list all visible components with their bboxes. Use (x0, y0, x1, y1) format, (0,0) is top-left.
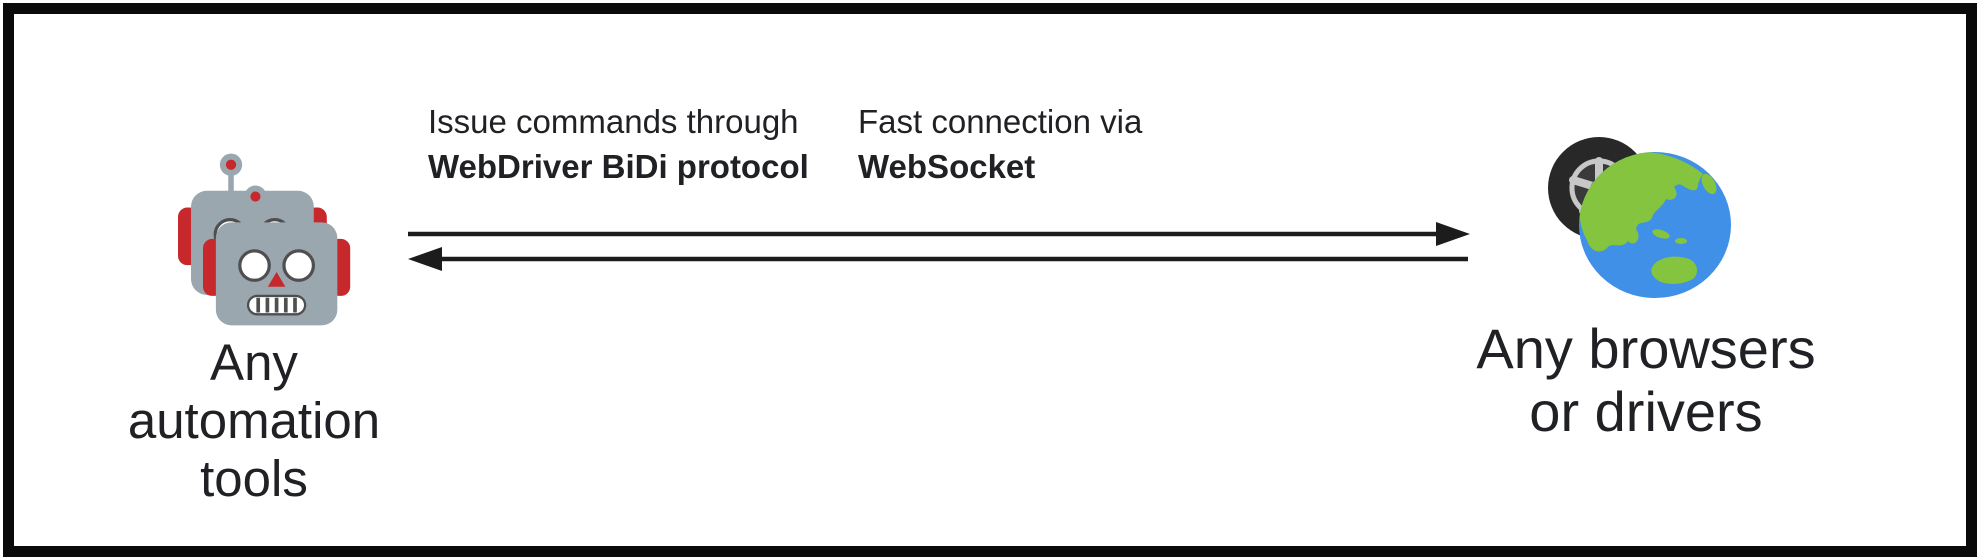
webdriver-bidi-protocol: WebDriver BiDi protocol (428, 148, 809, 185)
left-node-caption: Any automation tools (127, 334, 381, 507)
bidirectional-arrows (408, 222, 1470, 271)
globe-icon (1579, 152, 1731, 298)
websocket-label: Fast connection via WebSocket (858, 99, 1142, 189)
robots-icon (176, 151, 353, 328)
arrow-left (408, 247, 1468, 271)
right-node-caption: Any browsers or drivers (1476, 317, 1816, 443)
websocket-protocol: WebSocket (858, 148, 1036, 185)
arrow-right (408, 222, 1470, 246)
webdriver-bidi-description: Issue commands through (428, 103, 799, 140)
websocket-description: Fast connection via (858, 103, 1143, 140)
globe-tire-icon (1548, 137, 1731, 298)
webdriver-bidi-label: Issue commands through WebDriver BiDi pr… (428, 99, 809, 189)
